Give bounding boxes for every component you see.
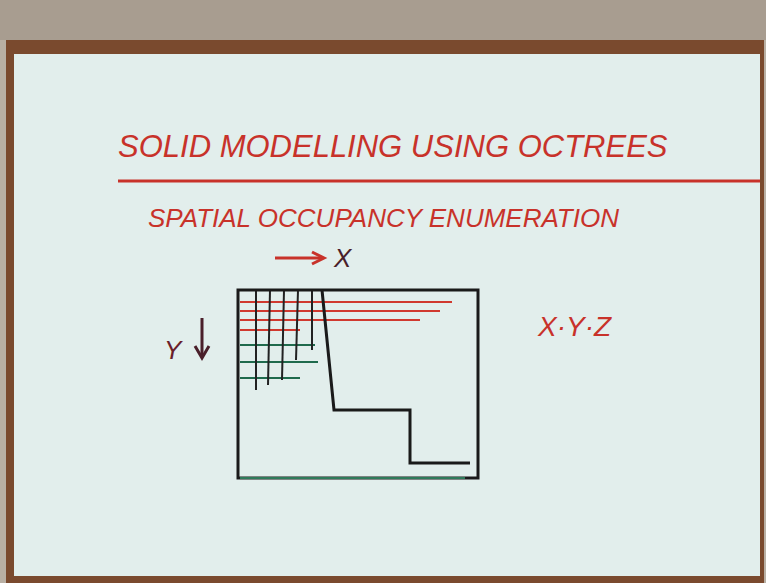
title-underline — [118, 180, 760, 183]
axis-label: X — [334, 244, 351, 273]
bounding-box — [238, 290, 478, 478]
axis-label: Y — [164, 336, 181, 365]
y-arrowhead — [195, 346, 209, 358]
subtitle: SPATIAL OCCUPANCY ENUMERATION — [148, 204, 619, 233]
solid-outline — [322, 290, 470, 463]
y-axis-arrow — [201, 318, 204, 356]
card — [14, 54, 760, 576]
x-arrowhead — [312, 252, 324, 264]
backdrop — [0, 0, 766, 40]
x-axis-arrow — [275, 257, 322, 260]
title: SOLID MODELLING USING OCTREES — [118, 130, 668, 164]
base-line — [240, 477, 465, 479]
axis-formula: X·Y·Z — [538, 312, 611, 343]
grid-lines — [240, 290, 452, 390]
card-frame — [6, 40, 764, 583]
